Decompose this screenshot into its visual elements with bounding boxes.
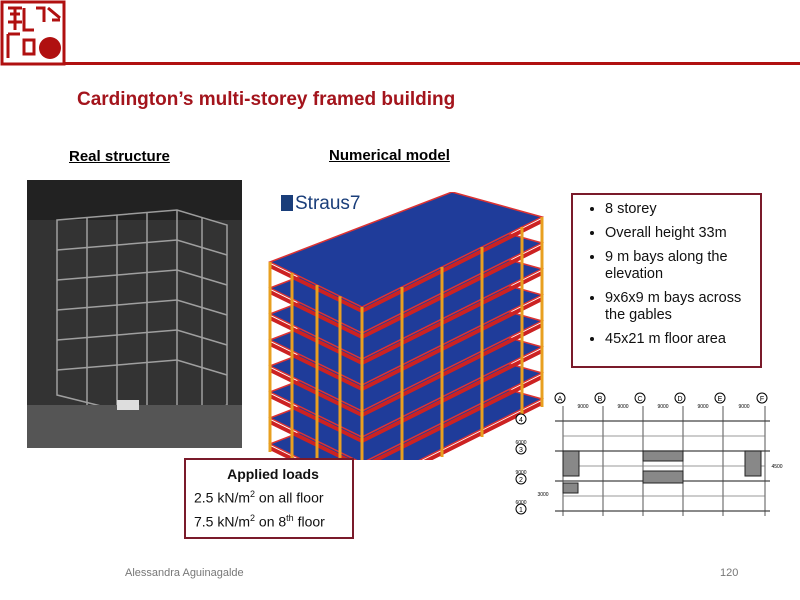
row-span-label: 6000 xyxy=(515,440,526,446)
edge-beam xyxy=(361,349,543,443)
edge-beam xyxy=(269,446,300,460)
grid-bubble xyxy=(756,392,768,404)
load-line-2: 7.5 kN/m2 on 8th floor xyxy=(194,512,325,530)
fact-item: 45x21 m floor area xyxy=(605,331,760,348)
fact-item: 8 storey xyxy=(605,201,760,218)
header-rule xyxy=(65,62,800,65)
edge-beam xyxy=(361,323,543,417)
dim-label: 3000 xyxy=(537,492,548,498)
edge-beam xyxy=(361,219,543,313)
core-hatch xyxy=(642,450,684,462)
edge-beam xyxy=(361,245,543,339)
loads-heading: Applied loads xyxy=(227,466,319,482)
row-span-label: 6000 xyxy=(515,500,526,506)
row-label: 1 xyxy=(519,507,523,514)
real-structure-photo xyxy=(27,180,242,448)
span-label: 9000 xyxy=(617,404,628,410)
span-label: 9000 xyxy=(738,404,749,410)
span-label: 9000 xyxy=(657,404,668,410)
row-span-label: 9000 xyxy=(515,470,526,476)
page-number: 120 xyxy=(720,567,739,579)
grid-bubble xyxy=(515,443,527,455)
row-label: 3 xyxy=(519,447,523,454)
load-line-1: 2.5 kN/m2 on all floor xyxy=(194,489,324,506)
applied-loads-box: Applied loads 2.5 kN/m2 on all floor 7.5… xyxy=(184,458,354,539)
building-facts-box: 8 storey Overall height 33m 9 m bays alo… xyxy=(571,193,762,368)
edge-beam xyxy=(361,271,543,365)
grid-bubble xyxy=(674,392,686,404)
edge-beam xyxy=(361,297,543,391)
column-label: B xyxy=(598,396,603,403)
core-hatch xyxy=(562,482,579,494)
fact-item: 9x6x9 m bays across the gables xyxy=(605,290,760,324)
span-label: 9000 xyxy=(577,404,588,410)
numerical-model-render xyxy=(268,192,545,460)
column-label: F xyxy=(760,396,764,403)
core-hatch xyxy=(744,450,762,477)
edge-beam xyxy=(371,375,543,460)
core-hatch xyxy=(642,470,684,484)
seal-logo xyxy=(0,0,66,66)
straus7-logo: Straus7 xyxy=(281,193,360,215)
numerical-model-heading: Numerical model xyxy=(329,147,450,164)
column-label: C xyxy=(637,396,642,403)
real-structure-heading: Real structure xyxy=(69,148,170,165)
edge-beam xyxy=(423,401,543,460)
column-label: E xyxy=(718,396,723,403)
grid-bubble xyxy=(515,413,527,425)
column-label: D xyxy=(677,396,682,403)
grid-bubble xyxy=(714,392,726,404)
grid-bubble xyxy=(515,473,527,485)
footer-author: Alessandra Aguinagalde xyxy=(125,567,244,579)
row-label: 2 xyxy=(519,477,523,484)
core-hatch xyxy=(562,450,580,477)
column-label: A xyxy=(558,396,563,403)
grid-bubble xyxy=(634,392,646,404)
span-label: 9000 xyxy=(697,404,708,410)
grid-bubble xyxy=(554,392,566,404)
row-label: 4 xyxy=(519,417,523,424)
grid-bubble xyxy=(515,503,527,515)
dim-label: 4500 xyxy=(771,464,782,470)
fact-item: Overall height 33m xyxy=(605,225,760,242)
fact-item: 9 m bays along the elevation xyxy=(605,249,760,283)
grid-bubble xyxy=(594,392,606,404)
slide-title: Cardington’s multi-storey framed buildin… xyxy=(77,89,456,110)
